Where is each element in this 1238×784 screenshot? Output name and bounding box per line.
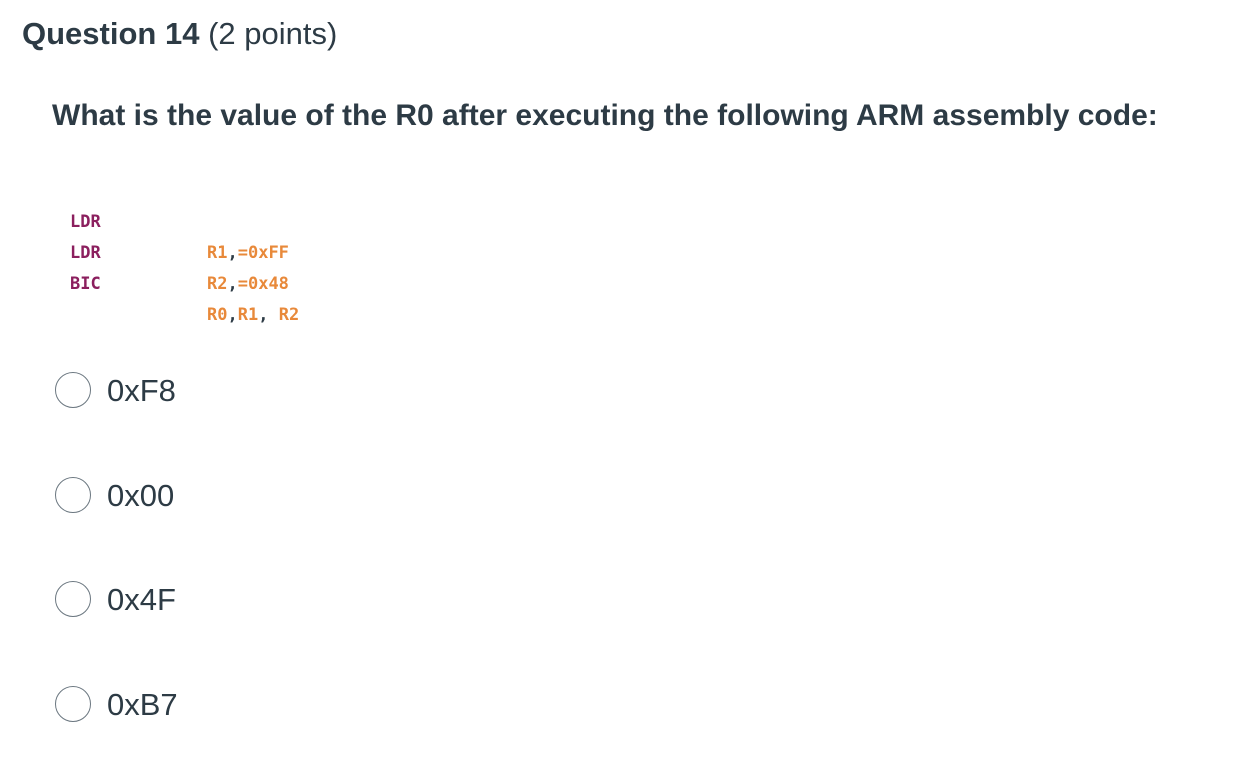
code-operand: R0 — [207, 305, 228, 325]
code-mnemonic: LDR — [70, 243, 101, 263]
code-operands: R1,=0xFF — [207, 238, 289, 269]
code-separator: , — [227, 243, 238, 263]
answer-option-label[interactable]: 0x4F — [107, 582, 176, 618]
code-separator: , — [227, 305, 238, 325]
question-header: Question 14 (2 points) — [22, 14, 337, 54]
code-operand: =0x48 — [237, 274, 289, 294]
code-operand: =0xFF — [237, 243, 289, 263]
code-block: LDR R1,=0xFF LDR R2,=0x48 BIC R0,R1, R2 — [70, 176, 299, 325]
answer-option-label[interactable]: 0xB7 — [107, 686, 178, 722]
code-mnemonic: BIC — [70, 274, 101, 294]
code-operand: R1 — [207, 243, 228, 263]
answer-option-label[interactable]: 0xF8 — [107, 373, 176, 408]
code-line: BIC R0,R1, R2 — [70, 238, 299, 325]
radio-button[interactable] — [55, 685, 91, 722]
code-operand: R1 — [237, 305, 259, 325]
code-line: LDR R1,=0xFF — [70, 176, 289, 263]
code-operand: R2 — [278, 305, 300, 325]
code-operand: R2 — [207, 274, 228, 294]
code-operands: R0,R1, R2 — [207, 300, 299, 331]
code-mnemonic: LDR — [70, 212, 101, 232]
question-prompt: What is the value of the R0 after execut… — [52, 99, 1158, 132]
answer-option-label[interactable]: 0x00 — [107, 477, 175, 513]
question-points: (2 points) — [208, 16, 338, 51]
radio-button[interactable] — [55, 476, 91, 513]
radio-button[interactable] — [55, 372, 91, 408]
code-separator: , — [227, 274, 238, 294]
code-operands: R2,=0x48 — [207, 269, 289, 300]
radio-button[interactable] — [55, 581, 91, 618]
question-title: Question 14 — [22, 16, 200, 51]
code-separator: , — [258, 305, 279, 325]
code-line: LDR R2,=0x48 — [70, 207, 289, 294]
